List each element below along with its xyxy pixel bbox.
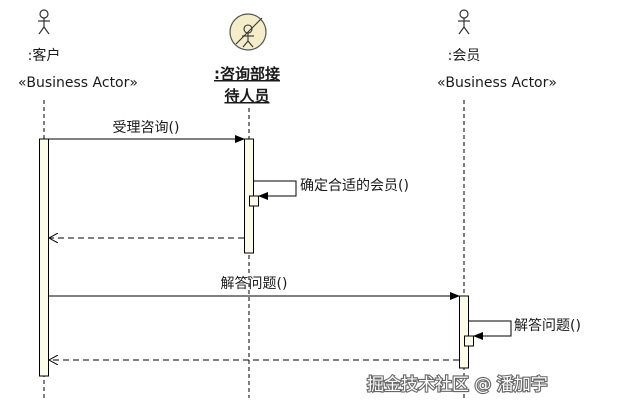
participant-stereotype: «Business Actor» — [437, 75, 557, 91]
watermark: 掘金技术社区 @ 潘加宇 — [366, 374, 549, 396]
message-label: 受理咨询() — [113, 120, 180, 136]
actor-icon — [458, 9, 470, 35]
message-label: 确定合适的会员() — [300, 178, 409, 194]
message-label: 解答问题() — [221, 275, 288, 292]
participant-customer[interactable]: :客户 «Business Actor» — [18, 9, 138, 91]
message-accept-consult[interactable]: 受理咨询() — [49, 120, 245, 143]
participant-name-line1: :咨询部接 — [214, 65, 280, 83]
activation-customer — [39, 138, 49, 377]
actor-icon — [38, 9, 50, 35]
activation-member-self — [464, 335, 474, 347]
message-label: 解答问题() — [514, 317, 581, 334]
business-worker-icon — [229, 13, 267, 51]
participant-name: :客户 — [28, 47, 61, 64]
message-answer-question[interactable]: 解答问题() — [49, 275, 460, 300]
participant-consulting-staff[interactable]: :咨询部接 待人员 — [214, 13, 280, 105]
participant-member[interactable]: :会员 «Business Actor» — [437, 9, 557, 91]
activation-staff-self — [249, 195, 259, 207]
participant-stereotype: «Business Actor» — [18, 75, 138, 91]
participant-name: :会员 — [448, 48, 481, 64]
message-self-answer[interactable]: 解答问题() — [469, 317, 581, 340]
message-find-member[interactable]: 确定合适的会员() — [254, 178, 409, 200]
watermark-text: 掘金技术社区 @ 潘加宇 — [367, 375, 548, 395]
activations — [39, 138, 474, 377]
participant-name-line2: 待人员 — [224, 87, 269, 105]
activation-member — [459, 295, 469, 369]
